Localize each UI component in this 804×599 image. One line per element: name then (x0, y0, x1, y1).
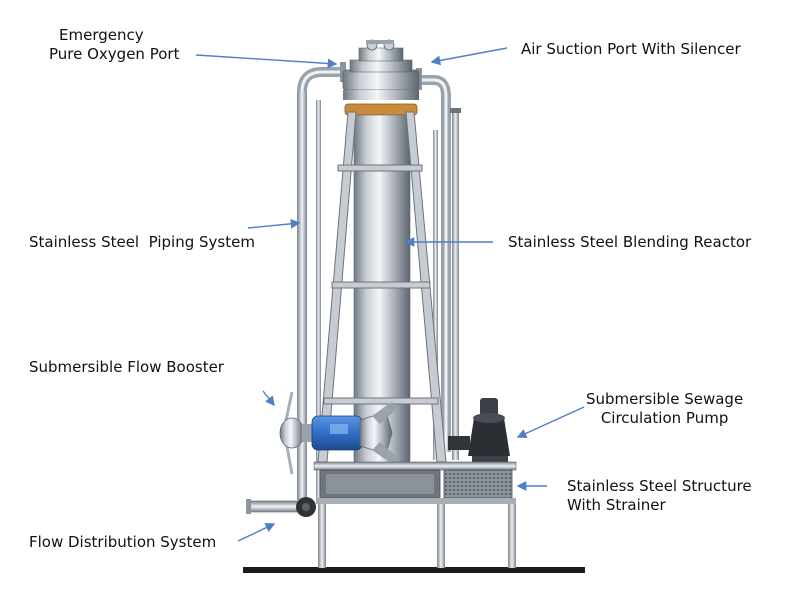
label-air-suction-port: Air Suction Port With Silencer (521, 40, 741, 59)
label-flow-distribution-text: Flow Distribution System (29, 533, 217, 551)
label-sewage-pump: Submersible Sewage Circulation Pump (586, 390, 743, 428)
label-sewage-pump-line1: Submersible Sewage (586, 390, 744, 408)
sewage-circulation-pump (448, 398, 510, 464)
label-emergency-oxygen-line1: Emergency (59, 26, 144, 44)
stainless-structure (313, 461, 517, 568)
label-structure-line2: With Strainer (567, 496, 666, 514)
label-emergency-oxygen-line2: Pure Oxygen Port (49, 45, 180, 63)
label-air-suction-text: Air Suction Port With Silencer (521, 40, 741, 58)
label-emergency-oxygen-port: Emergency (59, 26, 144, 45)
reactor-top-head (342, 39, 420, 100)
label-blending-reactor-text: Stainless Steel Blending Reactor (508, 233, 752, 251)
label-flow-booster-text: Submersible Flow Booster (29, 358, 224, 376)
blending-reactor-column (353, 114, 411, 466)
label-blending-reactor: Stainless Steel Blending Reactor (508, 233, 751, 252)
arrow-flow-distribution (237, 523, 276, 542)
arrow-air-suction (430, 47, 508, 66)
label-piping-text: Stainless Steel Piping System (29, 233, 255, 251)
arrow-sewage-pump (516, 406, 585, 439)
label-sewage-pump-line2: Circulation Pump (600, 409, 729, 427)
label-emergency-oxygen-port-line2: Pure Oxygen Port (49, 45, 179, 64)
support-frame (317, 111, 447, 463)
label-structure-line1: Stainless Steel Structure (567, 477, 752, 495)
flow-distribution-pipe (246, 497, 316, 517)
label-structure-strainer: Stainless Steel Structure With Strainer (567, 477, 752, 515)
label-flow-distribution: Flow Distribution System (29, 533, 216, 552)
arrow-emergency-oxygen (195, 54, 338, 69)
flow-booster (279, 391, 398, 475)
label-piping-system: Stainless Steel Piping System (29, 233, 255, 252)
arrow-piping (247, 218, 301, 229)
arrow-flow-booster (262, 390, 275, 407)
ground-base (243, 567, 585, 573)
label-flow-booster: Submersible Flow Booster (29, 358, 224, 377)
callout-arrows (195, 47, 585, 542)
